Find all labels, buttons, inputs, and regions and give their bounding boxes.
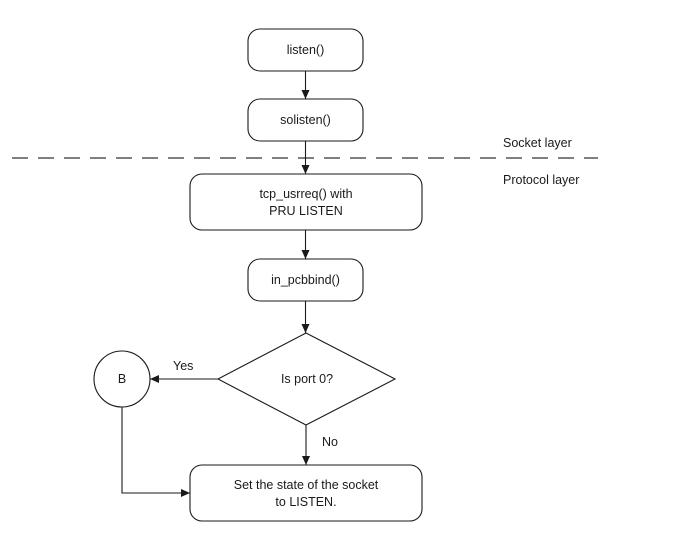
socket-layer-label: Socket layer bbox=[503, 136, 572, 150]
yes-label: Yes bbox=[173, 359, 193, 373]
set-state-label-line1: Set the state of the socket bbox=[234, 478, 379, 492]
listen-node: listen() bbox=[247, 28, 364, 72]
set-state-node: Set the state of the socket to LISTEN. bbox=[189, 464, 423, 522]
solisten-node: solisten() bbox=[247, 98, 364, 142]
connector-b: B bbox=[93, 350, 151, 408]
arrow-connector-to-set-state bbox=[121, 407, 190, 497]
set-state-label-line2: to LISTEN. bbox=[275, 495, 336, 509]
no-label: No bbox=[322, 435, 338, 449]
decision-node: Is port 0? bbox=[216, 332, 397, 426]
decision-label: Is port 0? bbox=[281, 372, 333, 386]
protocol-layer-label: Protocol layer bbox=[503, 173, 579, 187]
tcp-usrreq-label-line1: tcp_usrreq() with bbox=[259, 187, 352, 201]
tcp-usrreq-node: tcp_usrreq() with PRU LISTEN bbox=[189, 173, 423, 231]
listen-label: listen() bbox=[287, 43, 325, 57]
tcp-usrreq-label-line2: PRU LISTEN bbox=[269, 204, 343, 218]
solisten-label: solisten() bbox=[280, 113, 331, 127]
connector-b-label: B bbox=[118, 372, 126, 386]
in-pcbbind-node: in_pcbbind() bbox=[247, 258, 364, 302]
in-pcbbind-label: in_pcbbind() bbox=[271, 273, 340, 287]
